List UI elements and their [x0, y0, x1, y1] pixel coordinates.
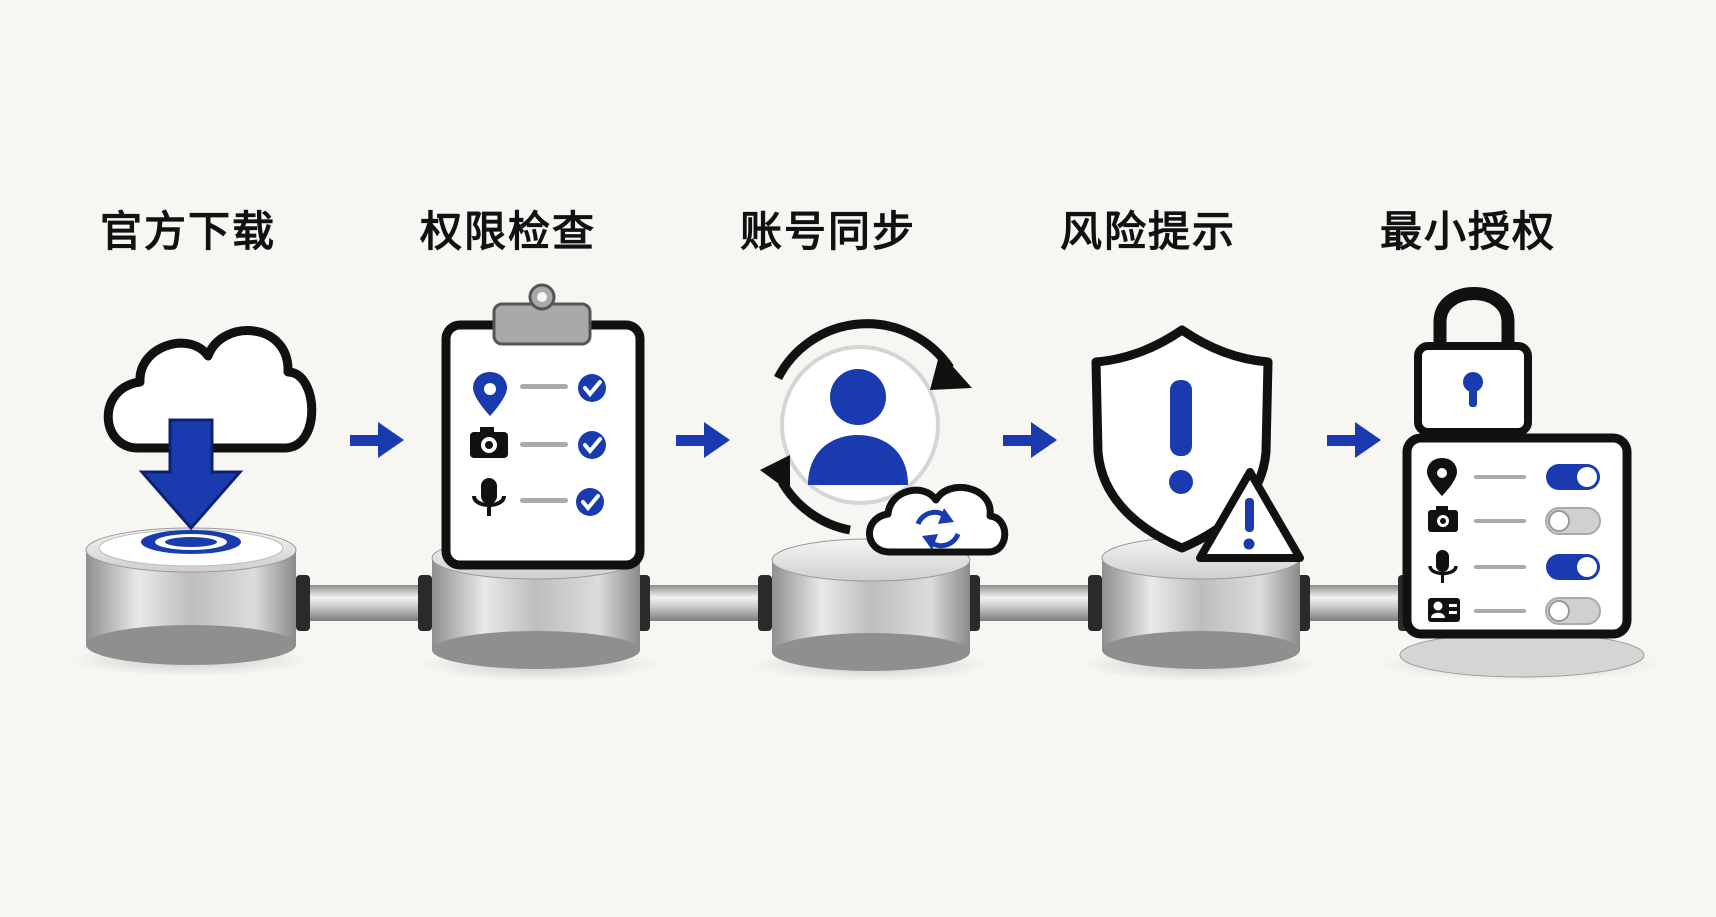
- connector-pipes: [296, 575, 1412, 631]
- clipboard-checklist-icon: [441, 283, 645, 570]
- check-icon: [578, 374, 606, 402]
- warning-triangle-icon: [1196, 468, 1304, 562]
- lock-permissions-icon: [1402, 287, 1632, 639]
- flow-arrow-4: [1327, 422, 1381, 458]
- contact-card-icon: [1428, 598, 1460, 622]
- location-pin-icon: [473, 372, 507, 416]
- toggle-contacts-off: [1545, 597, 1601, 625]
- flow-arrow-2: [676, 422, 730, 458]
- keyhole-icon: [1463, 372, 1483, 407]
- pedestal-3: [771, 538, 971, 671]
- cloud-sync-icon: [866, 484, 1009, 556]
- account-sync-icon: [760, 319, 1009, 556]
- flow-arrow-3: [1003, 422, 1057, 458]
- microphone-icon: [472, 478, 506, 516]
- toggle-camera-off: [1545, 507, 1601, 535]
- flow-arrows: [350, 422, 1381, 458]
- pedestal-5: [1399, 632, 1645, 678]
- toggle-location-on: [1546, 464, 1600, 490]
- check-icon: [578, 431, 606, 459]
- microphone-icon: [1428, 550, 1458, 583]
- step-title-risk: 风险提示: [1059, 207, 1236, 256]
- cloud-download-icon: [103, 326, 317, 554]
- shield-warning-icon: [1091, 325, 1304, 562]
- location-pin-icon: [1427, 458, 1457, 496]
- step-title-permission: 权限检查: [419, 207, 596, 256]
- step-title-account-sync: 账号同步: [739, 207, 916, 256]
- flow-arrow-1: [350, 422, 404, 458]
- check-icon: [576, 488, 604, 516]
- step-title-download: 官方下载: [99, 207, 276, 256]
- camera-icon: [470, 427, 508, 458]
- toggle-microphone-on: [1546, 554, 1600, 580]
- camera-icon: [1428, 506, 1458, 532]
- step-title-least-privilege: 最小授权: [1379, 207, 1556, 256]
